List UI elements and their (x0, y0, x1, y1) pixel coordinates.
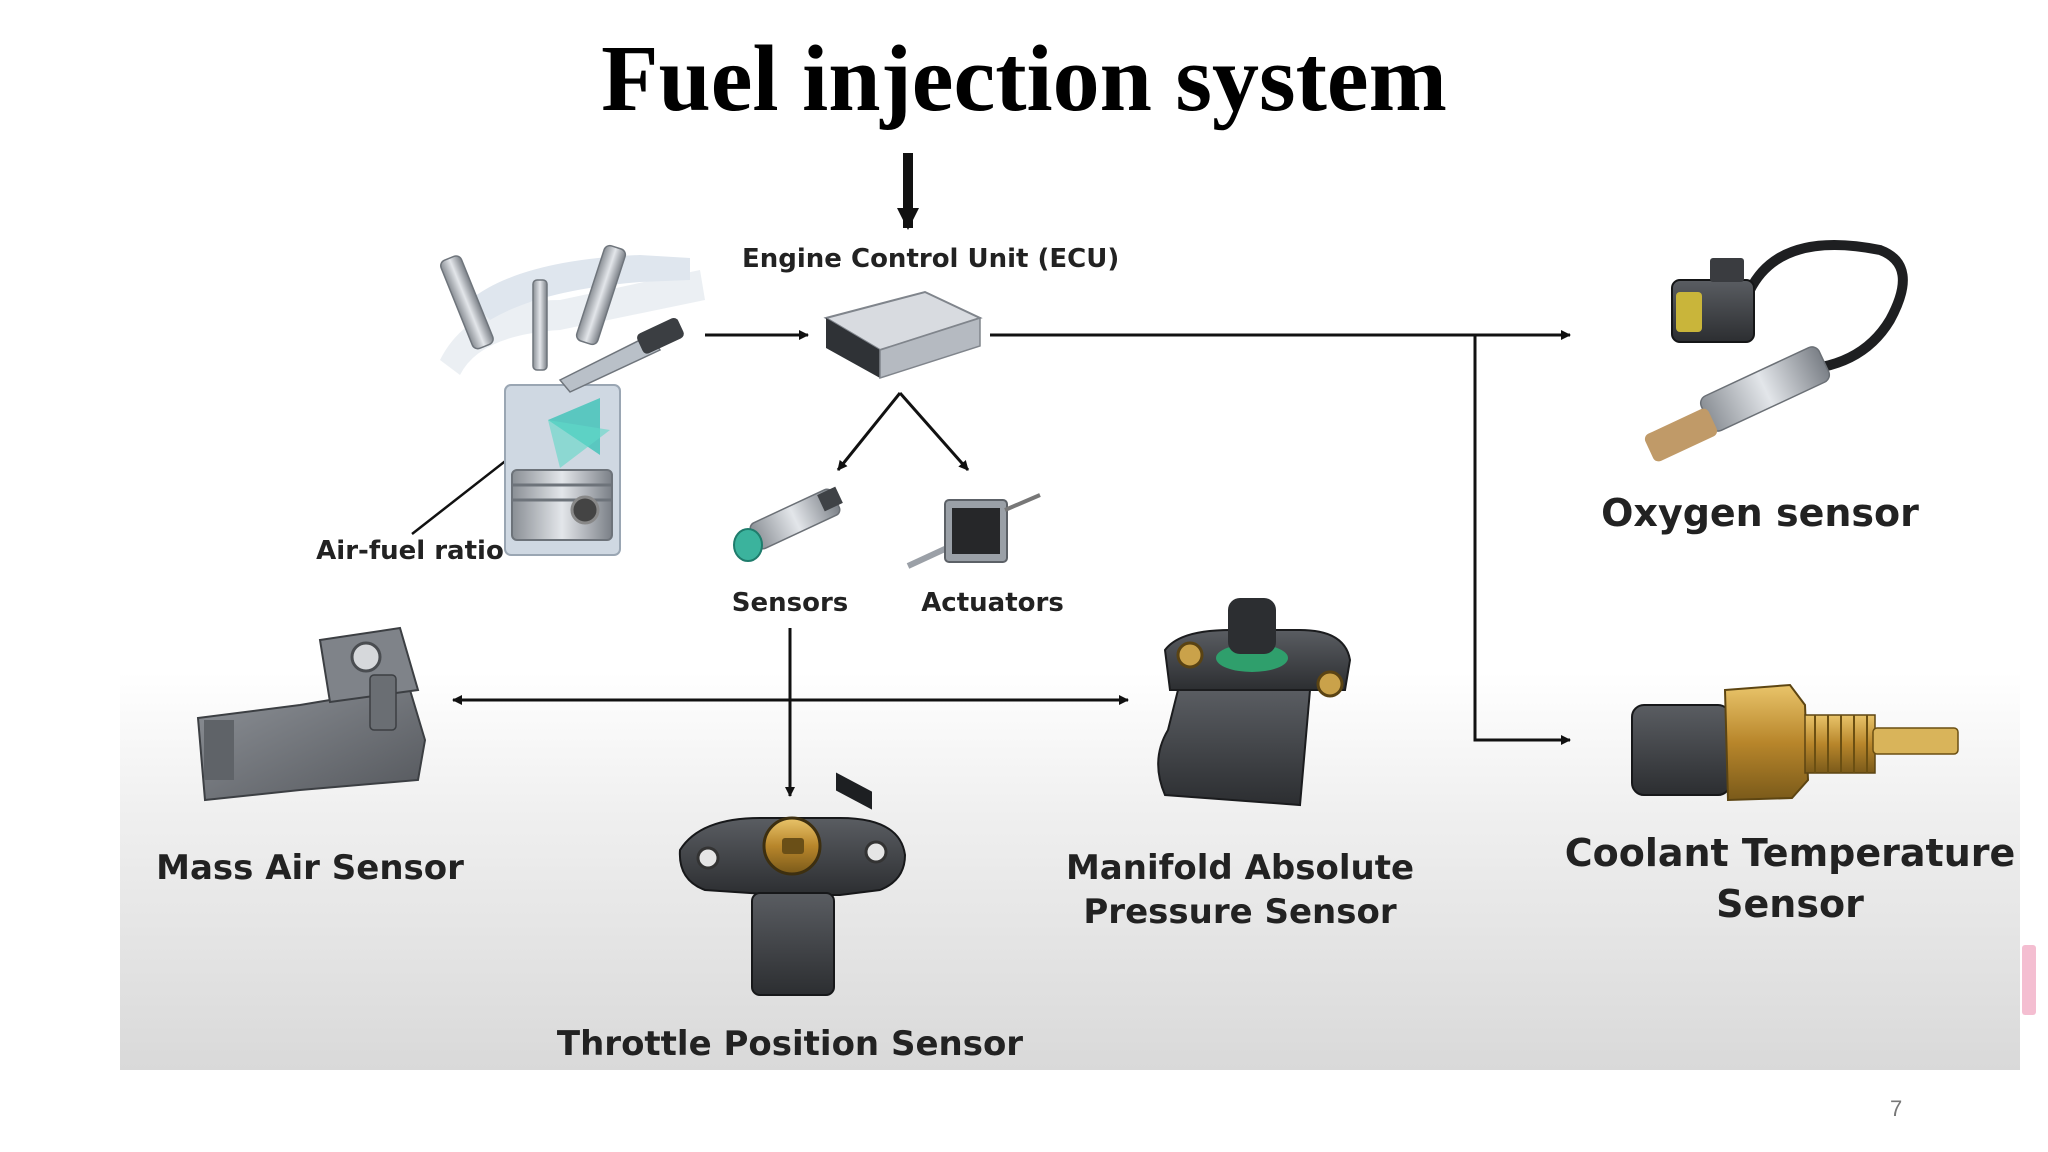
ecu-module-icon (823, 290, 983, 810)
ecu-to-actuators-arrow (898, 392, 970, 471)
map-sensor-icon (1157, 598, 1352, 807)
oxygen-sensor-icon (1644, 240, 1908, 462)
mass-air-sensor-label: Mass Air Sensor (156, 848, 464, 888)
oxygen-sensor-label: Oxygen sensor (1601, 491, 1919, 535)
proximity-sensor-icon (733, 486, 843, 562)
manifold-absolute-pressure-sensor-label: Manifold Absolute Pressure Sensor (1040, 846, 1440, 934)
throttle-position-sensor-label: Throttle Position Sensor (556, 1024, 1024, 1064)
manifold-label-line-1: Manifold Absolute (1065, 848, 1415, 888)
engine-cylinder-icon (440, 244, 705, 556)
edge-decoration (2022, 945, 2036, 1015)
coolant-label-line-1: Coolant Temperature (1564, 831, 2016, 875)
page-title: Fuel injection system (601, 27, 1447, 131)
air-fuel-pointer-line (411, 447, 523, 535)
mass-air-sensor-icon (196, 626, 427, 802)
ecu-label: Engine Control Unit (ECU) (742, 244, 1120, 274)
ecu-to-sensors-arrow (836, 392, 902, 471)
coolant-label-line-2: Sensor (1716, 882, 1864, 927)
sensors-label: Sensors (731, 588, 849, 618)
stepper-motor-icon (906, 493, 1041, 569)
manifold-label-line-2: Pressure Sensor (1083, 892, 1397, 933)
page-number: 7 (1890, 1096, 1903, 1121)
connectors (411, 153, 1571, 797)
actuators-label: Actuators (921, 588, 1064, 618)
air-fuel-ratio-label: Air-fuel ratio (316, 536, 504, 566)
ecu-to-coolant-arrow (1473, 335, 1571, 745)
coolant-temperature-sensor-label: Coolant Temperature Sensor (1540, 828, 2040, 931)
throttle-position-sensor-icon (678, 816, 907, 996)
coolant-temperature-sensor-icon (1631, 683, 1959, 802)
